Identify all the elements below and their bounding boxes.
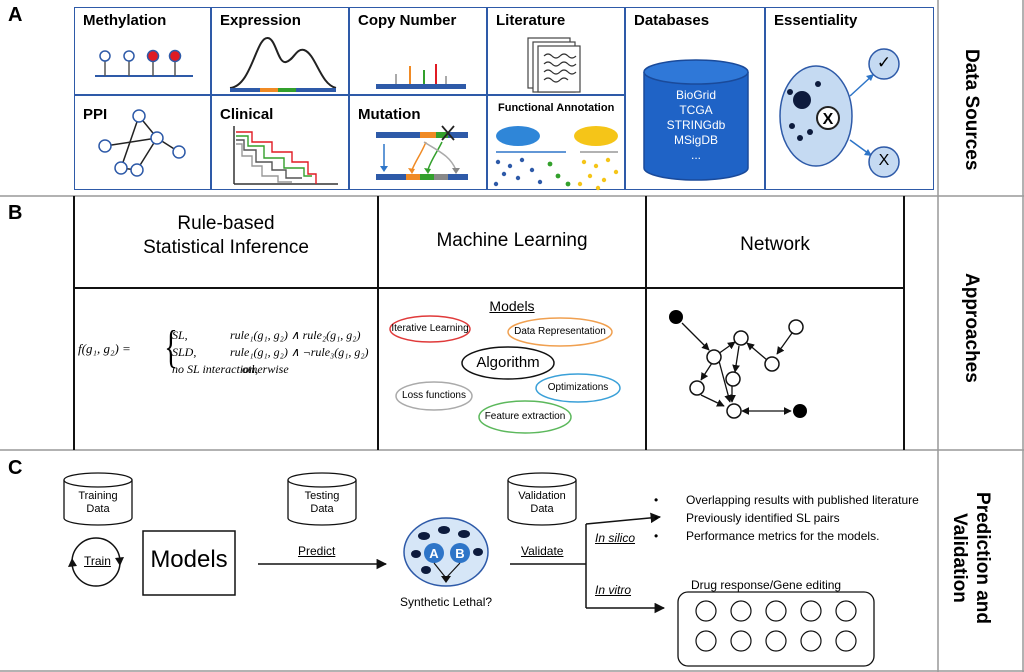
approaches-table-grid xyxy=(73,196,905,450)
svg-text:X: X xyxy=(823,111,834,128)
in-vitro-label: In vitro xyxy=(595,583,632,597)
literature-title: Literature xyxy=(496,12,566,29)
expression-title: Expression xyxy=(220,12,301,29)
panel-a-side-label: Data Sources xyxy=(961,49,982,171)
expression-tile: Expression xyxy=(211,7,349,95)
formula-case-label: no SL interaction, xyxy=(172,362,259,376)
formula-case-label: SLD, xyxy=(172,345,197,359)
training-data-label: Training Data xyxy=(78,490,118,515)
databases-title: Databases xyxy=(634,12,710,29)
functional-annotation-title: Functional Annotation xyxy=(498,102,615,114)
model-optimizations: Optimizations xyxy=(547,382,609,393)
validate-label: Validate xyxy=(521,544,564,558)
models-box-label: Models xyxy=(150,546,228,573)
panel-c-side-label: Prediction and Validation xyxy=(949,492,993,624)
model-iterative-learning: Iterative Learning xyxy=(391,323,469,334)
database-item: MSigDB xyxy=(673,133,718,147)
workflow-graphics xyxy=(63,472,875,667)
column-machine-learning: Machine Learning xyxy=(436,230,588,251)
database-cylinder-icon xyxy=(643,59,749,181)
panel-a-letter: A xyxy=(8,4,23,26)
cell-knockout-icon: X xyxy=(779,48,900,178)
copy-number-tile: Copy Number xyxy=(349,7,487,95)
formula-case-rule: rule₁(g₁, g₂) ∧ ¬rule₃(g₁, g₂) xyxy=(230,345,369,359)
panel-c-letter: C xyxy=(8,457,23,479)
database-item: STRINGdb xyxy=(666,118,726,132)
methylation-title: Methylation xyxy=(83,12,167,29)
train-label: Train xyxy=(84,554,111,568)
gene-b-label: B xyxy=(455,546,465,561)
database-item: TCGA xyxy=(679,103,713,117)
network-graph xyxy=(669,310,807,419)
essentiality-tile: Essentiality X ✓ X xyxy=(765,7,934,190)
drug-response-label: Drug response/Gene editing xyxy=(691,578,842,592)
mutation-icon xyxy=(376,125,468,180)
in-silico-item: Performance metrics for the models. xyxy=(654,527,938,545)
ppi-tile: PPI xyxy=(74,95,211,190)
database-item: ... xyxy=(690,148,701,162)
panel-b-letter: B xyxy=(8,202,23,224)
expression-icon xyxy=(229,37,337,92)
in-silico-item: Previously identified SL pairs xyxy=(654,509,938,527)
survival-curve-icon xyxy=(233,126,338,185)
database-item: BioGrid xyxy=(675,88,716,102)
databases-tile: Databases BioGrid TCGA STRINGdb MSigDB .… xyxy=(625,7,765,190)
formula-case-label: SL, xyxy=(172,328,188,342)
testing-data-label: Testing Data xyxy=(304,490,340,515)
cross-icon: X xyxy=(878,152,890,169)
column-rule-based: Rule-based Statistical Inference xyxy=(143,213,309,258)
literature-tile: Literature xyxy=(487,7,625,95)
predict-label: Predict xyxy=(298,544,336,558)
database-list: BioGrid TCGA STRINGdb MSigDB ... xyxy=(626,88,766,163)
formula-case-rule: otherwise xyxy=(242,362,289,376)
check-icon: ✓ xyxy=(876,53,892,72)
in-silico-item: Overlapping results with published liter… xyxy=(654,491,938,509)
in-silico-label: In silico xyxy=(595,531,636,545)
ppi-title: PPI xyxy=(83,106,108,123)
document-stack-icon xyxy=(527,37,581,93)
methylation-tile: Methylation xyxy=(74,7,211,95)
formula-cases: SL, rule₁(g₁, g₂) ∧ rule₂(g₁, g₂) SLD, rul… xyxy=(172,327,372,378)
model-data-representation: Data Representation xyxy=(514,326,606,337)
in-silico-list: Overlapping results with published liter… xyxy=(654,491,938,545)
ppi-network-icon xyxy=(98,109,186,177)
mutation-title: Mutation xyxy=(358,106,421,123)
ml-ovals xyxy=(389,315,621,434)
essentiality-title: Essentiality xyxy=(774,12,858,29)
clinical-tile: Clinical xyxy=(211,95,349,190)
synthetic-lethal-label: Synthetic Lethal? xyxy=(399,595,493,609)
column-network: Network xyxy=(740,234,810,255)
gene-a-label: A xyxy=(429,546,439,561)
model-algorithm: Algorithm xyxy=(476,354,540,371)
copy-number-icon xyxy=(376,64,466,89)
panel-b-side-label: Approaches xyxy=(961,273,982,383)
model-loss-functions: Loss functions xyxy=(402,390,466,401)
clinical-title: Clinical xyxy=(220,106,274,123)
mutation-tile: Mutation xyxy=(349,95,487,190)
methylation-icon xyxy=(95,49,193,77)
validation-data-label: Validation Data xyxy=(518,490,566,515)
models-heading: Models xyxy=(489,298,535,314)
annotation-clusters-icon xyxy=(493,126,619,191)
formula-brace: { xyxy=(164,321,178,372)
formula-case-rule: rule₁(g₁, g₂) ∧ rule₂(g₁, g₂) xyxy=(230,328,361,342)
model-feature-extraction: Feature extraction xyxy=(484,411,566,422)
formula-lhs: f(g₁, g₂) = xyxy=(78,341,131,356)
functional-annotation-tile: Functional Annotation xyxy=(487,95,625,191)
copy-number-title: Copy Number xyxy=(358,12,457,29)
